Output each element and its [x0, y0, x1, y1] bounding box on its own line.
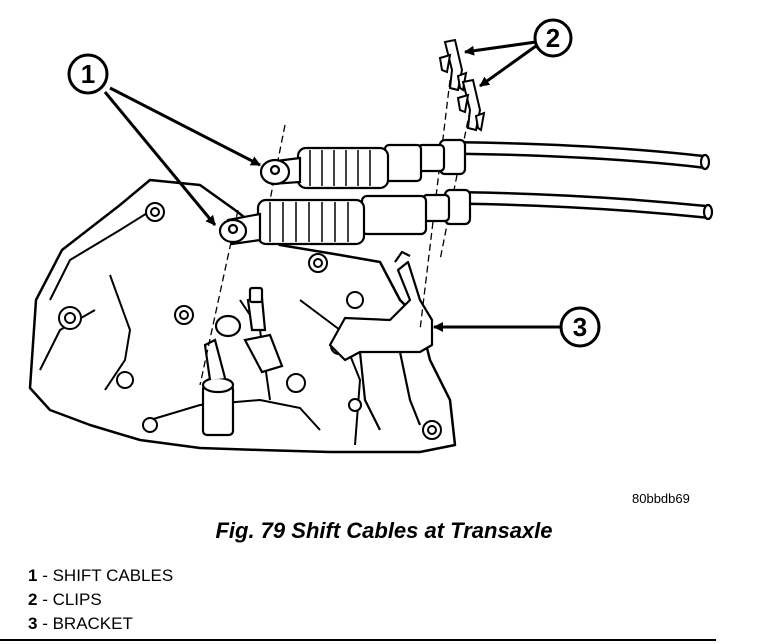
- legend-number: 2: [28, 590, 38, 609]
- figure-caption: Fig. 79 Shift Cables at Transaxle: [215, 518, 553, 543]
- legend: 1 - SHIFT CABLES 2 - CLIPS 3 - BRACKET: [28, 564, 173, 636]
- legend-separator: -: [37, 590, 53, 609]
- legend-item-clips: 2 - CLIPS: [28, 588, 173, 612]
- callout-3-label: 3: [573, 312, 587, 342]
- legend-label: SHIFT CABLES: [52, 566, 174, 585]
- callout-2: 2: [533, 18, 573, 58]
- callout-3: 3: [559, 306, 601, 348]
- legend-separator: -: [37, 614, 53, 633]
- shift-cable-lower: [218, 188, 714, 246]
- shift-cable-upper: [259, 138, 711, 190]
- legend-label: BRACKET: [52, 614, 133, 633]
- legend-item-bracket: 3 - BRACKET: [28, 612, 173, 636]
- cable-clips: [438, 38, 486, 132]
- callout-2-label: 2: [546, 23, 560, 53]
- legend-number: 3: [28, 614, 38, 633]
- legend-number: 1: [28, 566, 38, 585]
- figure-code: 80bbdb69: [632, 491, 690, 506]
- legend-separator: -: [37, 566, 53, 585]
- legend-label: CLIPS: [52, 590, 102, 609]
- shift-levers: [201, 286, 284, 437]
- callout-1: 1: [67, 53, 109, 95]
- legend-item-shift-cables: 1 - SHIFT CABLES: [28, 564, 173, 588]
- callout-1-label: 1: [81, 59, 95, 89]
- shift-cable-diagram: 1 2 3: [28, 18, 714, 454]
- bottom-divider: [0, 639, 716, 641]
- callout-leaders: [103, 40, 560, 332]
- cable-bracket: [328, 250, 434, 431]
